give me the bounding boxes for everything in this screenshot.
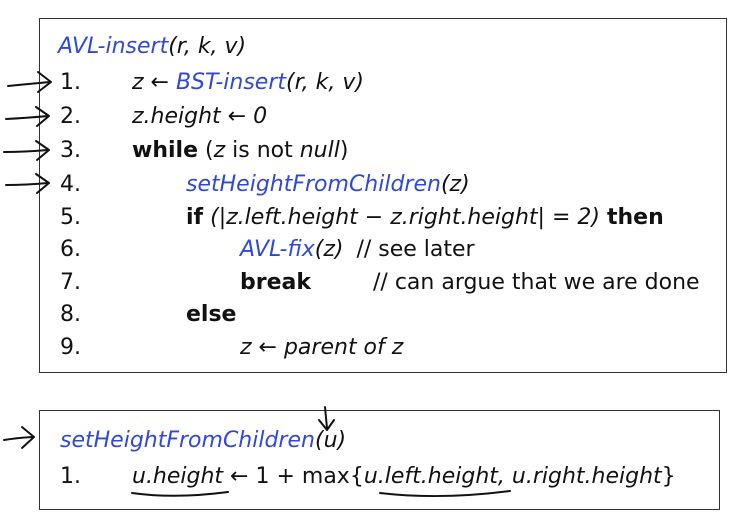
keyword-if: if [186, 205, 204, 230]
avl-insert-header: AVL-insert(r, k, v) [58, 36, 246, 58]
code-text: (z) [440, 172, 470, 197]
line-number: 9. [60, 335, 81, 360]
set-height-param: u [323, 428, 338, 453]
set-height-call: setHeightFromChildren [186, 172, 441, 197]
avl-fix-call: AVL-fix [240, 237, 315, 262]
keyword-break: break [240, 270, 311, 295]
code-line-3: while (z is not null) [132, 140, 348, 162]
code-line-8: else [186, 304, 236, 326]
code-text: u.right.height [511, 464, 662, 489]
code-line-2: z.height ← 0 [132, 106, 267, 128]
keyword-while: while [132, 138, 198, 163]
arrow-set-height-icon [3, 426, 35, 449]
code-line-6: AVL-fix(z) // see later [240, 239, 475, 261]
line-number: 8. [60, 302, 81, 327]
code-line-1: z ← BST-insert(r, k, v) [132, 72, 364, 94]
code-text: } [661, 464, 676, 489]
set-height-line-1: u.height ← 1 + max{u.left.height, u.righ… [132, 466, 676, 488]
code-text: z [213, 138, 226, 163]
avl-insert-box [39, 18, 727, 373]
avl-insert-signature: (r, k, v) [168, 34, 247, 59]
code-line-7: break [240, 272, 311, 294]
code-line-5: if (|z.left.height − z.right.height| = 2… [186, 207, 664, 229]
line-number: 3. [60, 138, 81, 163]
code-text: , [497, 464, 512, 489]
bst-insert-call: BST-insert [175, 70, 286, 95]
code-text: (|z.left.height − z.right.height| = 2) [203, 205, 607, 230]
line-number: 2. [60, 104, 81, 129]
set-height-name: setHeightFromChildren [60, 428, 315, 453]
code-text: z ← parent of z [240, 335, 404, 360]
line-number: 5. [60, 205, 81, 230]
code-text: z ← [132, 70, 176, 95]
line-number: 6. [60, 237, 81, 262]
keyword-else: else [186, 302, 237, 327]
comment: // can argue that we are done [373, 270, 700, 295]
code-text: z.height ← 0 [132, 104, 268, 129]
code-text: ( [198, 138, 214, 163]
code-text: ) [339, 138, 349, 163]
comment: // see later [356, 237, 475, 262]
code-line-7-comment: // can argue that we are done [373, 272, 700, 294]
keyword-then: then [606, 205, 664, 230]
code-text: is not [225, 138, 300, 163]
code-text: u.height [132, 464, 224, 489]
avl-insert-name: AVL-insert [58, 34, 169, 59]
code-text: ← 1 + max{ [223, 464, 364, 489]
line-number: 1. [60, 70, 81, 95]
code-text: (r, k, v) [286, 70, 364, 95]
line-number: 1. [60, 464, 81, 489]
set-height-header: setHeightFromChildren(u) [60, 428, 347, 453]
code-text: u.left.height [363, 464, 498, 489]
code-line-9: z ← parent of z [240, 337, 403, 359]
code-line-4: setHeightFromChildren(z) [186, 174, 470, 196]
line-number: 4. [60, 172, 81, 197]
line-number: 7. [60, 270, 81, 295]
code-text: (z) [314, 237, 344, 262]
set-height-box [39, 410, 720, 510]
code-text: null [299, 138, 340, 163]
